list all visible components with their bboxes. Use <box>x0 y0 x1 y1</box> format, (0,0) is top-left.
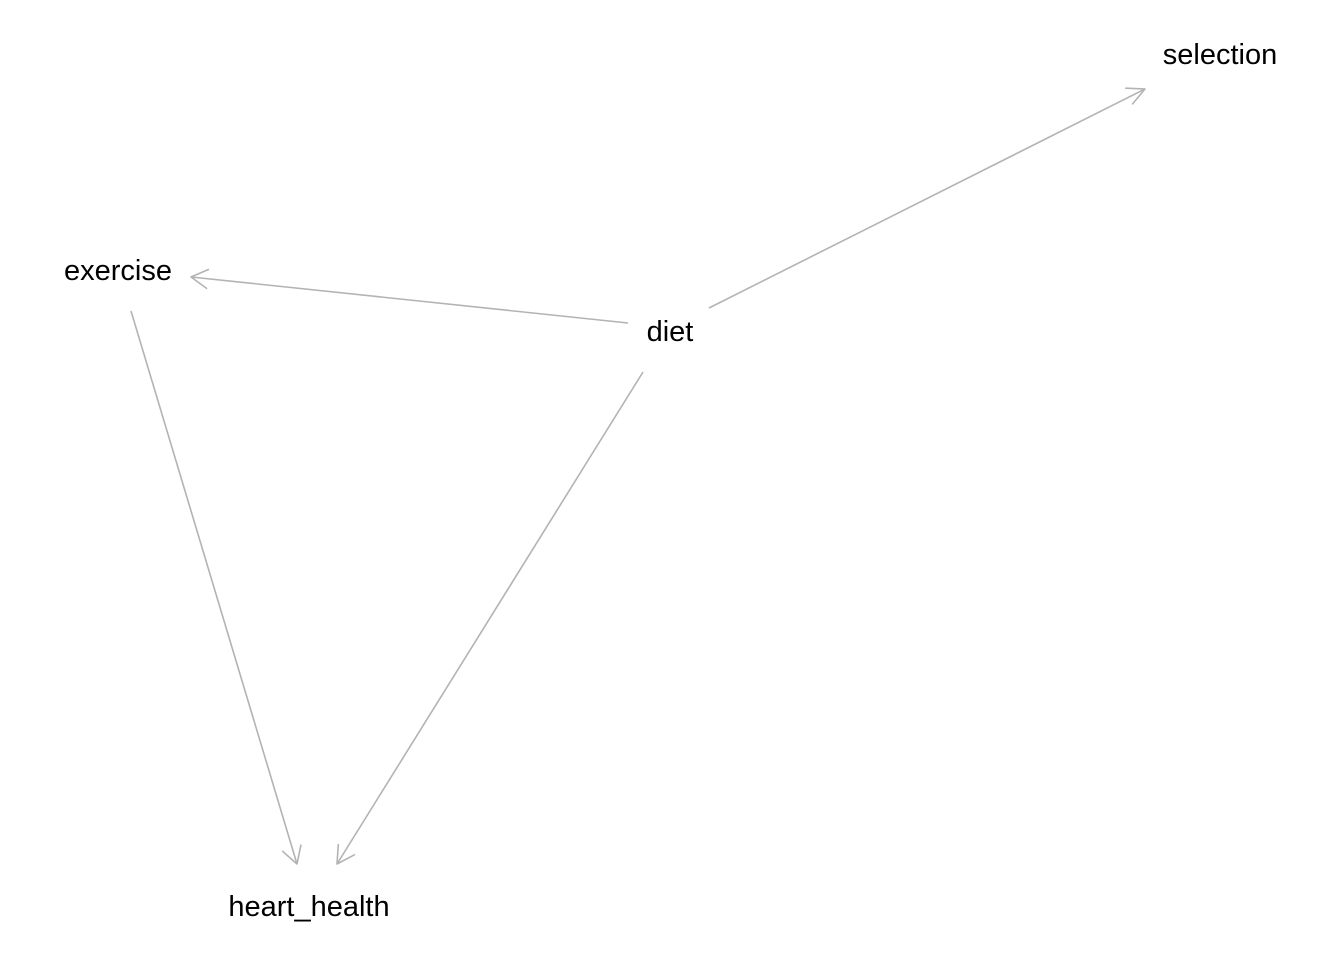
edge-diet-to-exercise <box>190 268 629 324</box>
node-selection: selection <box>1163 39 1277 71</box>
nodes: selection exercise diet heart_health <box>64 39 1277 923</box>
edge-diet-to-heart-health <box>336 371 644 865</box>
edge-exercise-to-heart-health <box>130 310 302 865</box>
edges <box>130 87 1146 865</box>
edge-diet-to-selection <box>708 87 1146 309</box>
node-diet: diet <box>647 316 694 348</box>
node-exercise: exercise <box>64 255 172 287</box>
node-heart-health: heart_health <box>228 891 389 923</box>
